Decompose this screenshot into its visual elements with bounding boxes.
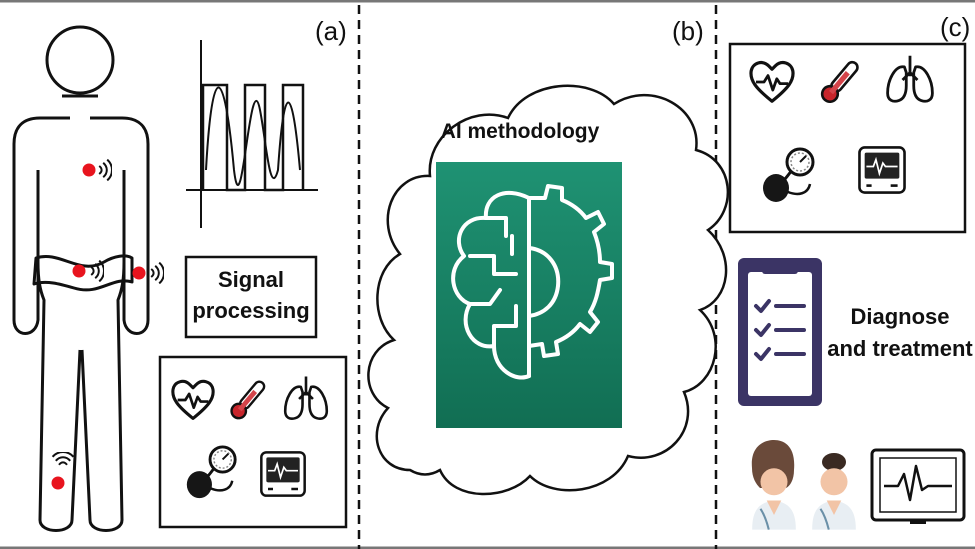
signal-processing-line2: processing [192,298,309,323]
diagnose-line2: and treatment [827,336,973,361]
ai-methodology-title: AI methodology [441,120,600,143]
wireless-signal-icon [51,452,75,466]
sensor-dots [51,163,146,490]
panel-c-label: (c) [940,12,970,42]
monitor-ecg-icon [857,145,907,195]
sensor-leg-dot [51,476,65,490]
sensor-waist-dot [72,264,86,278]
panel-c: (c) Diagnose and treatment [728,12,973,530]
wireless-signal-icon [98,158,112,182]
clipboard-checklist-icon [738,258,822,406]
vital-signs-box-c [728,42,967,234]
female-doctor-icon [751,440,797,530]
monitor-ecg-icon [259,450,307,498]
male-doctor-icon [811,453,857,530]
panel-a: (a) S [12,16,348,532]
square-wave-icon [186,40,318,228]
panel-a-label: (a) [315,16,347,46]
monitor-ecg-icon [870,448,966,524]
person-outline-icon [12,25,150,532]
sensor-chest-dot [82,163,96,177]
vital-signs-box-a [158,355,348,529]
diagnose-line1: Diagnose [850,304,949,329]
signal-processing-line1: Signal [218,267,284,292]
brain-gear-icon [436,162,622,428]
panel-b: (b) AI methodology [367,16,730,496]
signal-processing-box: Signal processing [184,255,318,339]
panel-b-label: (b) [672,16,704,46]
sensor-hip-dot [132,266,146,280]
wireless-signal-icon [150,261,164,285]
